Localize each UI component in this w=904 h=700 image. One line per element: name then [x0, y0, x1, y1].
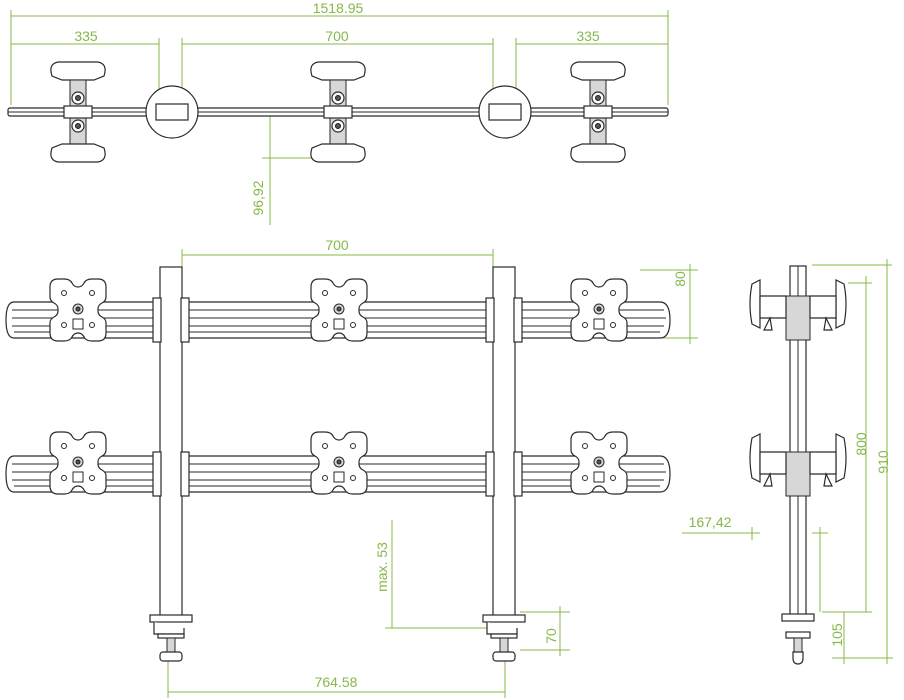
top-view: 1518.95 335 700 335 96,92 [7, 0, 669, 225]
vesa-plate-lower-left [49, 431, 107, 495]
arm-depth-label: 96,92 [250, 180, 266, 215]
clamp-thickness-label: 70 [543, 628, 559, 644]
rail-span-label: 800 [853, 432, 869, 456]
right-pole [482, 266, 526, 662]
max-clamp-label: max. 53 [374, 542, 390, 592]
vesa-plate-upper-right [570, 278, 628, 342]
center-spacing-label: 700 [325, 28, 349, 44]
front-view: 700 80 max. 53 70 764.58 [5, 237, 698, 698]
vesa-plate-lower-center [310, 431, 368, 495]
side-view: 910 800 167,42 105 [682, 259, 893, 665]
vesa-plate-upper-center [310, 278, 368, 342]
overall-height-label: 910 [875, 450, 891, 474]
base-height-label: 105 [829, 623, 845, 647]
side-lower-mounts [749, 433, 847, 497]
base-spacing-label: 764.58 [315, 674, 358, 690]
side-clamp [781, 613, 815, 665]
rail-height-label: 80 [672, 271, 688, 287]
left-spacing-label: 335 [74, 28, 98, 44]
pole-spacing-label: 700 [325, 237, 349, 253]
left-pole [149, 266, 193, 662]
right-spacing-label: 335 [576, 28, 600, 44]
vesa-plate-lower-right [570, 431, 628, 495]
depth-label: 167,42 [689, 514, 732, 530]
side-upper-mounts [749, 279, 847, 341]
overall-width-label: 1518.95 [313, 0, 364, 16]
vesa-plate-upper-left [49, 278, 107, 342]
